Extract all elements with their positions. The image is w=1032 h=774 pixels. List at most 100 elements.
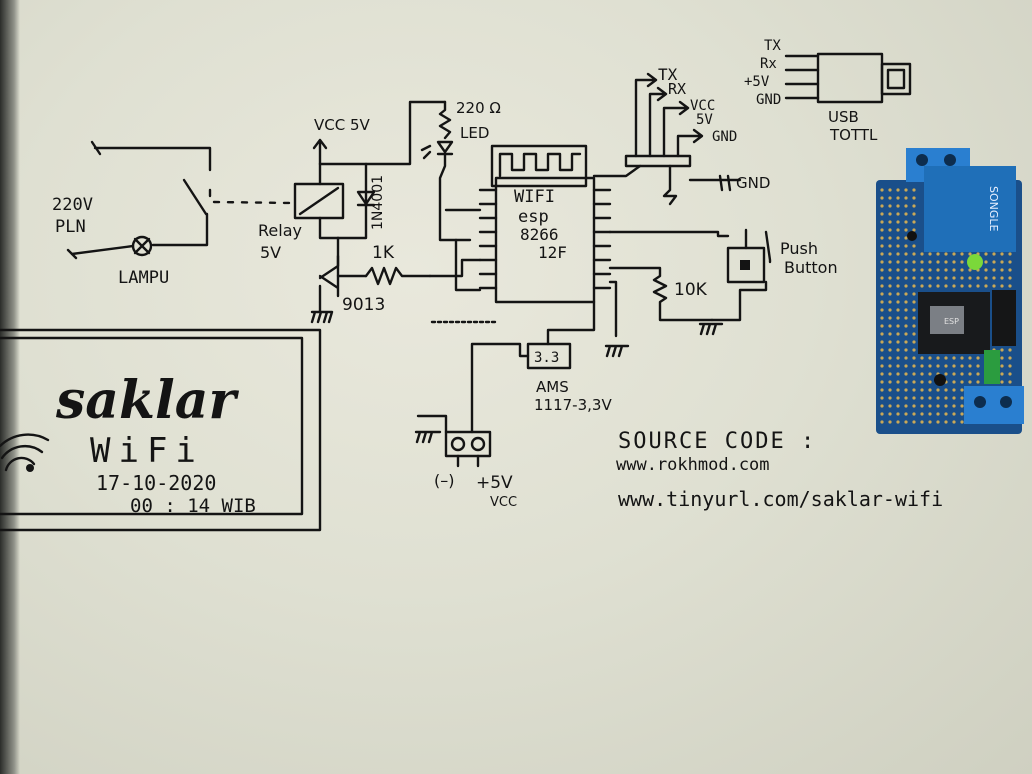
header-rx-label: RX bbox=[668, 80, 686, 98]
wire-gpio-to-1k bbox=[428, 258, 482, 278]
wire-switch-to-lamp bbox=[151, 212, 209, 247]
pcb-hole bbox=[944, 404, 948, 408]
usb-gnd-label: GND bbox=[756, 92, 781, 108]
resistor-1k bbox=[364, 266, 432, 286]
pcb-hole bbox=[984, 260, 988, 264]
wire-lamp-to-mains bbox=[70, 244, 135, 256]
pcb-hole bbox=[912, 276, 916, 280]
wire-esp-left-low bbox=[454, 238, 482, 292]
pcb-hole bbox=[936, 276, 940, 280]
pcb-hole bbox=[944, 364, 948, 368]
pcb-hole bbox=[920, 412, 924, 416]
pushbutton-cap bbox=[740, 260, 750, 270]
wire-gnd-right bbox=[688, 174, 742, 192]
pcb-hole bbox=[896, 388, 900, 392]
resistor-1k-label: 1K bbox=[372, 243, 395, 263]
relay-switch-contact bbox=[182, 178, 208, 216]
pcb-hole bbox=[936, 268, 940, 272]
pushbutton-section: Push Button 10K bbox=[604, 228, 838, 358]
wire-led-to-esp bbox=[438, 152, 472, 242]
pcb-hole bbox=[936, 356, 940, 360]
pcb-hole bbox=[904, 412, 908, 416]
pcb-hole bbox=[880, 300, 884, 304]
header-gnd-arrow bbox=[662, 164, 678, 206]
pcb-hole bbox=[936, 420, 940, 424]
pcb-hole bbox=[1000, 252, 1004, 256]
pcb-hole bbox=[904, 260, 908, 264]
pcb-hole bbox=[960, 412, 964, 416]
pcb-hole bbox=[960, 396, 964, 400]
title-box-outer bbox=[0, 328, 322, 532]
pcb-hole bbox=[912, 204, 916, 208]
pcb-hole bbox=[1008, 364, 1012, 368]
esp-esp-label: esp bbox=[518, 207, 549, 227]
pcb-hole bbox=[1000, 348, 1004, 352]
pcb-hole bbox=[896, 396, 900, 400]
title-text: saklar bbox=[55, 370, 239, 431]
led-label: LED bbox=[460, 124, 489, 142]
pcb-hole bbox=[904, 236, 908, 240]
pcb-hole bbox=[952, 404, 956, 408]
pcb-hole bbox=[904, 284, 908, 288]
esp-module: WIFI esp 8266 12F bbox=[430, 144, 612, 324]
wire-diode-loop bbox=[336, 162, 368, 240]
pcb-hole bbox=[888, 204, 892, 208]
pcb-hole bbox=[928, 380, 932, 384]
relay-brand-text: SONGLE bbox=[987, 186, 1000, 232]
pcb-hole bbox=[912, 364, 916, 368]
pcb-hole bbox=[912, 356, 916, 360]
usb-ttl-section: TX Rx +5V GND USB TOTTL bbox=[744, 38, 912, 144]
regulator-name: AMS bbox=[536, 378, 569, 396]
header-5v-label: 5V bbox=[696, 112, 713, 128]
esp-body bbox=[494, 176, 596, 304]
pcb-hole bbox=[1008, 372, 1012, 376]
pcb-hole bbox=[1008, 284, 1012, 288]
pcb-hole bbox=[992, 268, 996, 272]
pcb-hole bbox=[976, 380, 980, 384]
pcb-hole bbox=[920, 388, 924, 392]
pcb-hole bbox=[920, 260, 924, 264]
pcb-hole bbox=[1000, 284, 1004, 288]
pcb-hole bbox=[936, 284, 940, 288]
pcb-hole bbox=[912, 340, 916, 344]
pcb-hole bbox=[1000, 276, 1004, 280]
pcb-hole bbox=[960, 268, 964, 272]
pcb-hole bbox=[880, 316, 884, 320]
power-terminal-2 bbox=[470, 436, 486, 452]
pcb-hole bbox=[896, 212, 900, 216]
usb-plug bbox=[880, 62, 912, 96]
lamp-label: LAMPU bbox=[118, 268, 169, 288]
pcb-hole bbox=[896, 228, 900, 232]
title-date: 17-10-2020 bbox=[96, 471, 216, 495]
wire-esp-gnd bbox=[608, 280, 618, 338]
pcb-hole bbox=[896, 348, 900, 352]
lamp-cross bbox=[133, 237, 151, 255]
pcb-hole bbox=[920, 284, 924, 288]
usb-tx-label: TX bbox=[764, 38, 781, 54]
pcb-hole bbox=[912, 404, 916, 408]
pcb-hole bbox=[984, 276, 988, 280]
pcb-hole bbox=[912, 316, 916, 320]
pcb-hole bbox=[896, 372, 900, 376]
pcb-hole bbox=[920, 404, 924, 408]
pcb-hole bbox=[880, 228, 884, 232]
pcb-hole bbox=[888, 396, 892, 400]
pcb-hole bbox=[968, 268, 972, 272]
pcb-hole bbox=[936, 388, 940, 392]
pcb-hole bbox=[904, 300, 908, 304]
pcb-hole bbox=[880, 356, 884, 360]
pcb-hole bbox=[888, 348, 892, 352]
source-block: SOURCE CODE : www.rokhmod.com www.tinyur… bbox=[616, 429, 943, 511]
pcb-hole bbox=[888, 340, 892, 344]
pcb-hole bbox=[880, 292, 884, 296]
pcb-hole bbox=[912, 420, 916, 424]
pcb-hole bbox=[944, 356, 948, 360]
pcb-hole bbox=[896, 404, 900, 408]
power-section: 3.3 AMS 1117-3,3V (–) +5V VCC bbox=[414, 300, 612, 510]
power-terminal-1 bbox=[450, 436, 466, 452]
pcb-hole bbox=[904, 364, 908, 368]
pcb-hole bbox=[896, 420, 900, 424]
pcb-hole bbox=[896, 220, 900, 224]
pcb-hole bbox=[952, 420, 956, 424]
pcb-hole bbox=[960, 276, 964, 280]
